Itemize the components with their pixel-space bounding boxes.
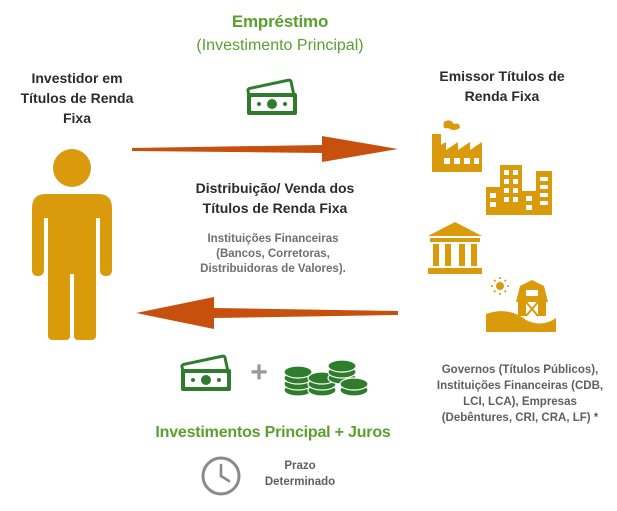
buildings-icon — [486, 165, 552, 215]
clock-icon — [200, 455, 242, 497]
plus-sign: + — [250, 356, 268, 389]
return-label: Investimentos Principal + Juros — [155, 424, 391, 441]
arrow-right-loan — [132, 136, 400, 164]
issuer-label-line2: Renda Fixa — [464, 88, 540, 104]
institutions-line1: Instituições Financeiras — [207, 233, 339, 245]
term-line2: Determinado — [264, 476, 336, 488]
distribution-label-line2: Títulos de Renda Fixa — [202, 200, 348, 216]
institutions-text: Instituições Financeiras (Bancos, Corret… — [180, 232, 366, 277]
issuers-list: Governos (Títulos Públicos), Instituiçõe… — [428, 362, 612, 426]
investor-label-line3: Fixa — [62, 110, 91, 126]
issuer-label: Emissor Títulos de Renda Fixa — [428, 66, 576, 106]
issuers-line4: (Debêntures, CRI, CRA, LF) * — [441, 412, 599, 424]
issuers-line2: Instituições Financeiras (CDB, — [436, 380, 604, 392]
factory-icon — [430, 120, 484, 174]
distribution-label: Distribuição/ Venda dos Títulos de Renda… — [160, 178, 390, 218]
farm-barn-icon — [486, 276, 556, 332]
issuer-label-line1: Emissor Títulos de — [439, 68, 565, 84]
investor-label-line2: Títulos de Renda — [20, 90, 134, 106]
term-line1: Prazo — [284, 460, 316, 472]
money-bill-return-icon — [178, 352, 234, 394]
issuers-line1: Governos (Títulos Públicos), — [441, 364, 599, 376]
money-bill-icon — [244, 76, 300, 118]
distribution-label-line1: Distribuição/ Venda dos — [195, 180, 355, 196]
institutions-line2: (Bancos, Corretoras, — [216, 248, 330, 260]
coins-icon — [282, 356, 370, 398]
term-label: Prazo Determinado — [250, 458, 350, 490]
institutions-line3: Distribuidoras de Valores). — [200, 263, 346, 275]
loan-subtitle: (Investimento Principal) — [196, 37, 364, 54]
bank-building-icon — [428, 222, 482, 274]
issuers-line3: LCI, LCA), Empresas — [463, 396, 577, 408]
arrow-left-return — [136, 297, 400, 329]
investor-person-icon — [30, 148, 114, 340]
investor-label: Investidor em Títulos de Renda Fixa — [12, 68, 142, 128]
loan-title: Empréstimo — [231, 12, 329, 31]
investor-label-line1: Investidor em — [31, 70, 123, 86]
